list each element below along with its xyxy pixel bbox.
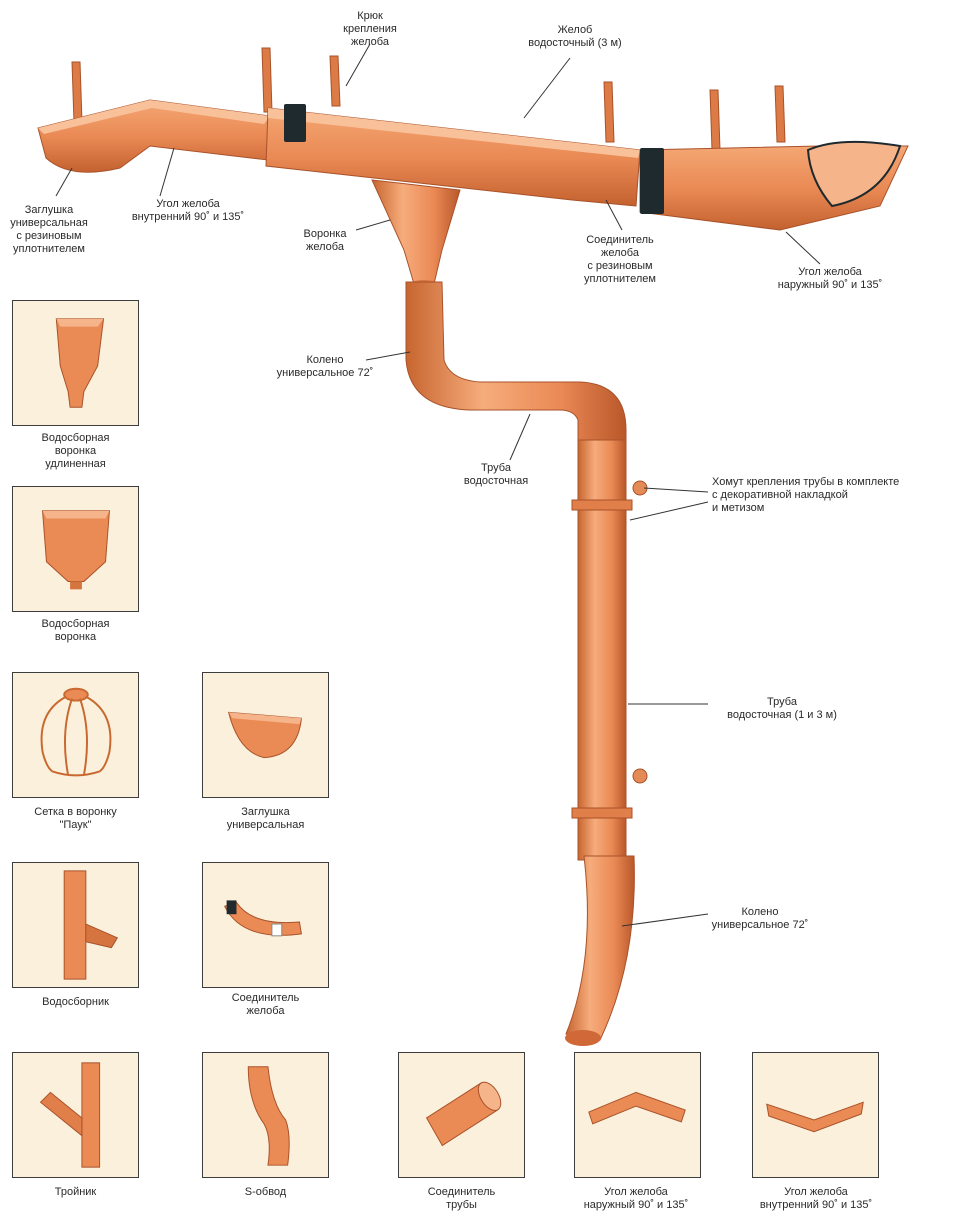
callout-pipe-short: Труба водосточная [446, 462, 546, 488]
pipe-clamp [572, 500, 632, 510]
gutter-hook [710, 90, 720, 150]
upper-elbow-pipe [406, 282, 626, 450]
pipe-connector-icon [399, 1053, 524, 1177]
gutter-hook [330, 56, 340, 106]
catalog-panel-funnel-long [12, 300, 139, 426]
gutter-hook [775, 86, 785, 142]
inner-corner-icon [753, 1053, 878, 1177]
end-cap-icon [203, 673, 328, 797]
catalog-label: Заглушка универсальная [202, 806, 329, 832]
callout-inner-corner: Угол желоба внутренний 90˚ и 135˚ [108, 198, 268, 224]
s-bend-icon [203, 1053, 328, 1177]
catalog-label: Водосборная воронка [12, 618, 139, 644]
gutter-connector-seal [284, 104, 306, 142]
gutter-hook [604, 82, 614, 142]
clamp-fastener [633, 769, 647, 783]
callout-gutter-connector: Соединитель желоба с резиновым уплотните… [570, 234, 670, 286]
catalog-label: Сетка в воронку "Паук" [12, 806, 139, 832]
catalog-panel-tee [12, 1052, 139, 1178]
callout-elbow-bottom: Колено универсальное 72˚ [690, 906, 830, 932]
pipe-clamp [572, 808, 632, 818]
catalog-panel-spider [12, 672, 139, 798]
catalog-panel-outer-corner [574, 1052, 701, 1178]
callout-pipe-long: Труба водосточная (1 и 3 м) [712, 696, 852, 722]
gutter-hook [72, 62, 82, 122]
callout-hook: Крюк крепления желоба [330, 10, 410, 49]
catalog-panel-s-bend [202, 1052, 329, 1178]
tee-icon [13, 1053, 138, 1177]
catalog-panel-gutter-connector [202, 862, 329, 988]
catalog-panel-collector [12, 862, 139, 988]
catalog-label: Угол желоба внутренний 90˚ и 135˚ [734, 1186, 898, 1212]
catalog-label: Тройник [12, 1186, 139, 1199]
callout-elbow-top: Колено универсальное 72˚ [260, 354, 390, 380]
catalog-panel-funnel [12, 486, 139, 612]
water-collector-icon [13, 863, 138, 987]
catalog-label: S-обвод [202, 1186, 329, 1199]
gutter-connector-icon [203, 863, 328, 987]
catalog-label: Водосборник [12, 996, 139, 1009]
gutter-left-section [38, 100, 270, 172]
callout-end-cap-sealed: Заглушка универсальная с резиновым уплот… [0, 204, 98, 256]
callout-funnel: Воронка желоба [290, 228, 360, 254]
long-funnel-icon [13, 301, 138, 425]
catalog-label: Угол желоба наружный 90˚ и 135˚ [556, 1186, 716, 1212]
catalog-panel-pipe-connector [398, 1052, 525, 1178]
catalog-panel-end-cap [202, 672, 329, 798]
catalog-label: Соединитель трубы [398, 1186, 525, 1212]
gutter-connector-seal [640, 148, 664, 214]
outer-corner-icon [575, 1053, 700, 1177]
callout-gutter: Желоб водосточный (3 м) [500, 24, 650, 50]
bottom-elbow [566, 856, 634, 1040]
catalog-label: Соединитель желоба [202, 992, 329, 1018]
funnel-icon [13, 487, 138, 611]
catalog-panel-inner-corner [752, 1052, 879, 1178]
callout-outer-corner: Угол желоба наружный 90˚ и 135˚ [750, 266, 910, 292]
catalog-label: Водосборная воронка удлиненная [12, 432, 139, 471]
elbow-outlet [565, 1030, 601, 1046]
leaf-guard-icon [13, 673, 138, 797]
callout-clamp: Хомут крепления трубы в комплекте с деко… [712, 476, 952, 515]
gutter-hook [262, 48, 272, 112]
gutter-funnel [372, 180, 460, 284]
